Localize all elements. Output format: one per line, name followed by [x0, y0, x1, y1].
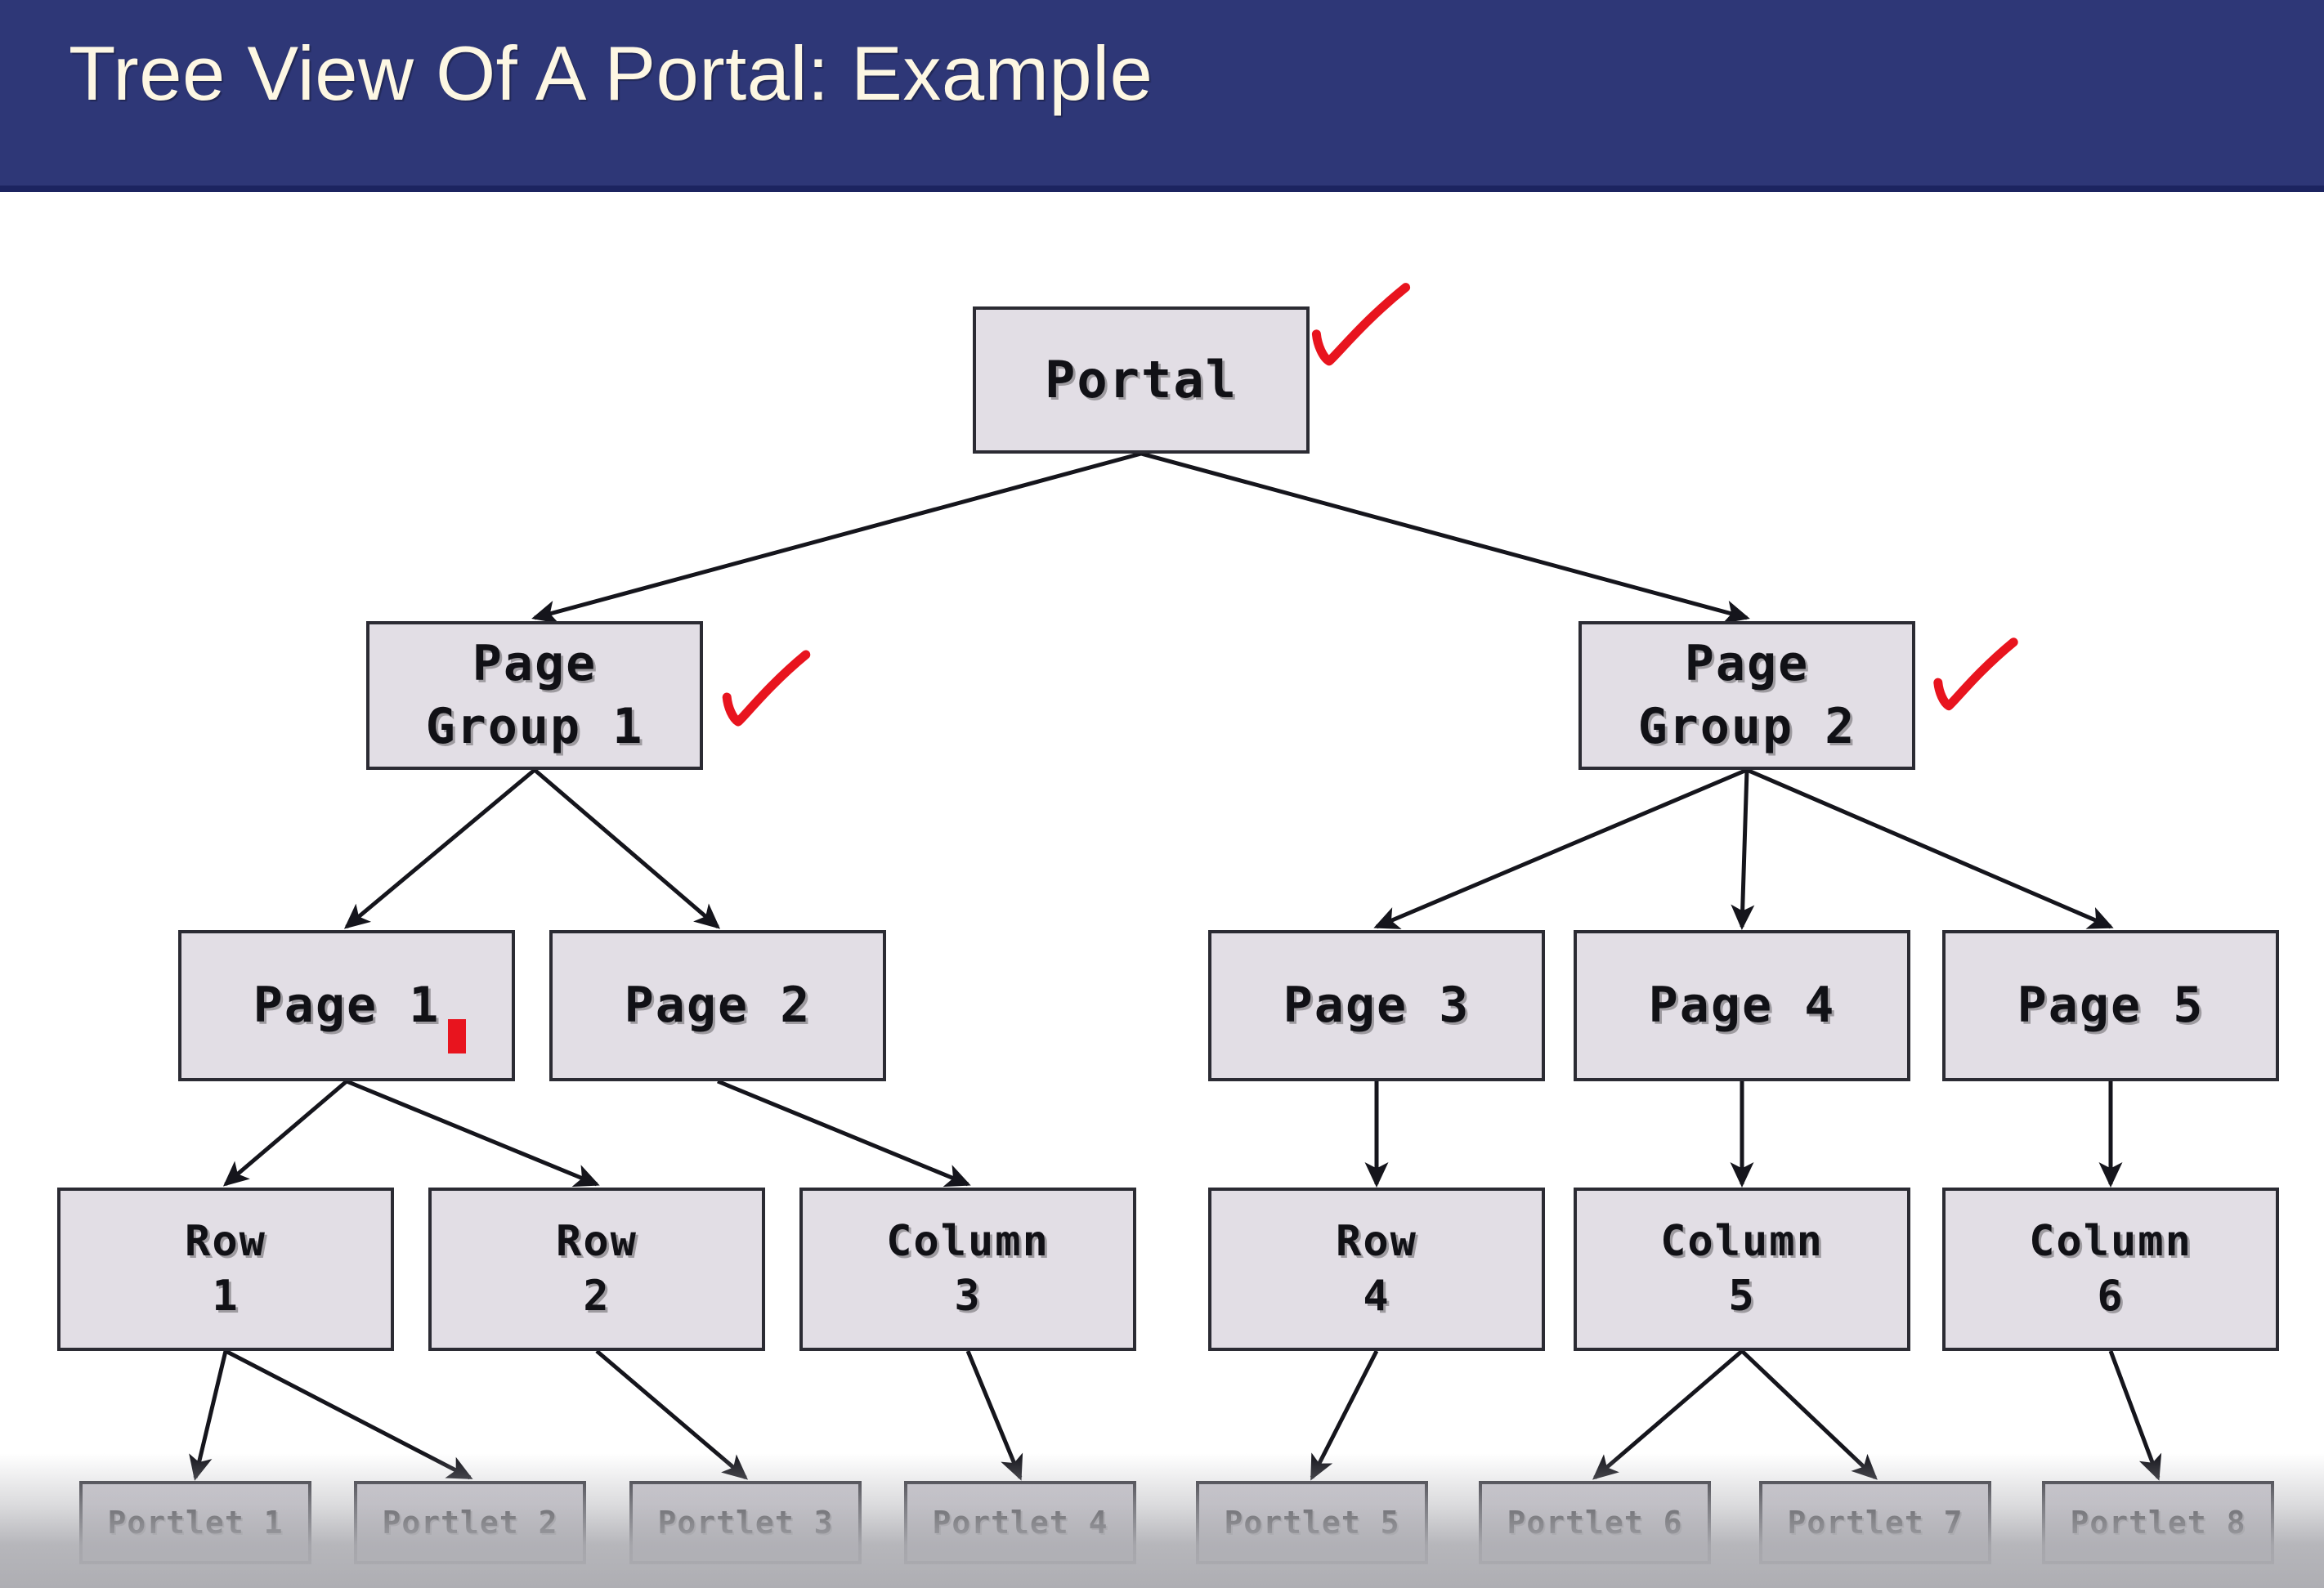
edge-col6-to-portlet8 [2108, 1350, 2162, 1481]
tree-node-portlet7: Portlet 7 [1759, 1481, 1991, 1564]
edge-pg1-to-page2 [533, 768, 721, 929]
tree-node-row4: Row 4 [1208, 1188, 1545, 1351]
tree-node-col6: Column 6 [1942, 1188, 2279, 1351]
slide-title-bar [0, 0, 2324, 186]
tree-node-pg2: Page Group 2 [1578, 621, 1915, 770]
tree-node-col3: Column 3 [799, 1188, 1136, 1351]
tree-node-portlet6: Portlet 6 [1479, 1481, 1711, 1564]
edge-row1-to-portlet1 [189, 1350, 228, 1481]
edge-pg2-to-page3 [1373, 767, 1748, 929]
edge-pg1-to-page1 [343, 768, 536, 929]
edge-pg2-to-page4 [1731, 769, 1755, 930]
tree-node-portal: Portal [973, 306, 1310, 454]
tree-node-portlet2: Portlet 2 [354, 1481, 586, 1564]
title-bar-underline [0, 186, 2324, 192]
edge-portal-to-pg1 [531, 451, 1142, 624]
edge-page1-to-row1 [222, 1080, 348, 1187]
tree-node-pg1: Page Group 1 [366, 621, 703, 770]
tree-node-portlet8: Portlet 8 [2042, 1481, 2274, 1564]
tree-node-portlet1: Portlet 1 [79, 1481, 311, 1564]
tree-node-page1: Page 1 [178, 930, 515, 1081]
tree-node-portlet4: Portlet 4 [904, 1481, 1136, 1564]
edge-pg2-to-page5 [1746, 767, 2114, 929]
tree-node-portlet3: Portlet 3 [629, 1481, 862, 1564]
tree-node-page3: Page 3 [1208, 930, 1545, 1081]
red-checkmark-annotation-check-pg2 [1931, 637, 2021, 715]
tree-node-portlet5: Portlet 5 [1196, 1481, 1428, 1564]
edge-portal-to-pg2 [1140, 451, 1750, 624]
tree-node-col5: Column 5 [1574, 1188, 1910, 1351]
edge-col3-to-portlet4 [965, 1350, 1023, 1481]
edge-row1-to-portlet2 [224, 1349, 473, 1480]
red-checkmark-annotation-check-pg1 [719, 650, 813, 731]
edge-col5-to-portlet6 [1592, 1349, 1744, 1480]
tree-node-page5: Page 5 [1942, 930, 2279, 1081]
tree-node-page2: Page 2 [549, 930, 886, 1081]
edge-col5-to-portlet7 [1740, 1349, 1878, 1480]
tree-node-page4: Page 4 [1574, 930, 1910, 1081]
tree-node-row1: Row 1 [57, 1188, 394, 1351]
tree-node-row2: Row 2 [428, 1188, 765, 1351]
edge-row4-to-portlet5 [1310, 1349, 1379, 1481]
edge-page2-to-col3 [717, 1079, 971, 1188]
edge-page1-to-row2 [346, 1079, 600, 1188]
red-checkmark-annotation-check-portal [1308, 282, 1414, 372]
page-title: Tree View Of A Portal: Example [69, 30, 1153, 116]
edge-row2-to-portlet3 [595, 1349, 749, 1480]
